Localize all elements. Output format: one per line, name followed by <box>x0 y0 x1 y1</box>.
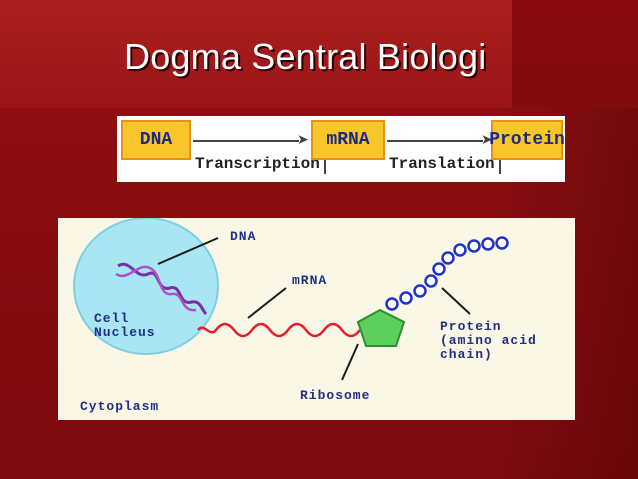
flow-stage-mrna: mRNA <box>311 120 385 160</box>
arrow-head-icon: ➤ <box>297 132 309 148</box>
protein-label-line2: (amino acid <box>440 333 537 348</box>
nucleus-label-line2: Nucleus <box>94 325 156 340</box>
dna-pointer <box>157 237 219 265</box>
ribosome-shape <box>356 308 406 347</box>
dna-strand-a <box>117 262 208 316</box>
title-band-edge <box>512 0 638 108</box>
mrna-pointer <box>247 287 287 319</box>
arrow-head-icon: ➤ <box>481 132 493 148</box>
nucleus-label-line1: Cell <box>94 311 129 326</box>
mrna-label: mRNA <box>292 273 327 288</box>
ribosome-pointer <box>341 343 359 381</box>
protein-label-line3: chain) <box>440 347 493 362</box>
dna-strand-b <box>115 265 197 312</box>
central-dogma-flow: DNA ➤ Transcription mRNA ➤ Translation P… <box>117 116 565 182</box>
flow-process-transcription: Transcription <box>195 154 326 174</box>
protein-label-line1: Protein <box>440 319 502 334</box>
cell-diagram: DNA mRNA Cell Nucleus Ribosome Protein (… <box>58 218 575 420</box>
amino-acid-chain <box>385 236 509 311</box>
flow-stage-protein: Protein <box>489 120 565 160</box>
flow-arrow-translation <box>387 140 483 142</box>
flow-arrow-transcription <box>193 140 299 142</box>
dna-label: DNA <box>230 229 256 244</box>
slide-title: Dogma Sentral Biologi <box>124 36 487 77</box>
flow-stage-dna: DNA <box>121 120 191 160</box>
cytoplasm-label: Cytoplasm <box>80 399 159 414</box>
cell-diagram-svg: DNA mRNA Cell Nucleus Ribosome Protein (… <box>73 218 537 414</box>
flow-process-translation: Translation <box>389 154 501 174</box>
title-band <box>0 0 512 108</box>
protein-pointer <box>441 287 471 315</box>
ribosome-label: Ribosome <box>300 388 370 403</box>
mrna-strand <box>197 322 361 338</box>
nucleus-shape <box>73 218 219 355</box>
